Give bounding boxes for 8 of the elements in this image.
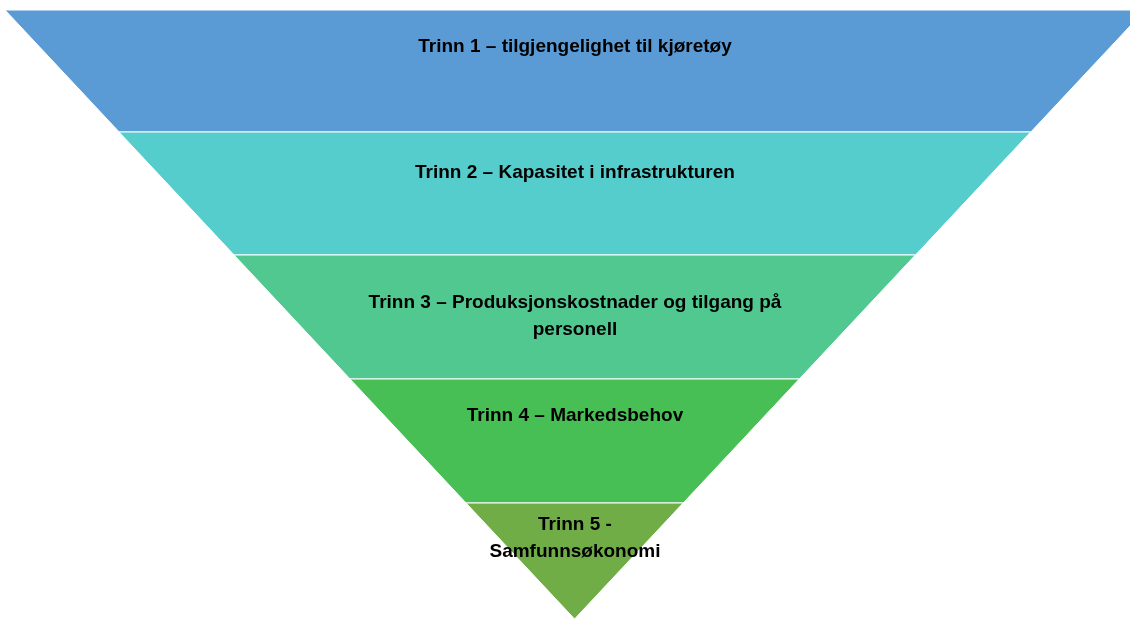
funnel-band — [234, 255, 916, 379]
band-label: Trinn 3 – Produksjonskostnader og tilgang på personell — [367, 290, 783, 341]
funnel-band — [350, 379, 800, 503]
band-label: Trinn 4 – Markedsbehov — [465, 403, 685, 427]
band-label: Trinn 1 – tilgjengelighet til kjøretøy — [417, 34, 733, 58]
funnel-band — [119, 132, 1031, 255]
funnel-band — [5, 10, 1130, 132]
band-label: Trinn 2 – Kapasitet i infrastrukturen — [414, 160, 736, 184]
